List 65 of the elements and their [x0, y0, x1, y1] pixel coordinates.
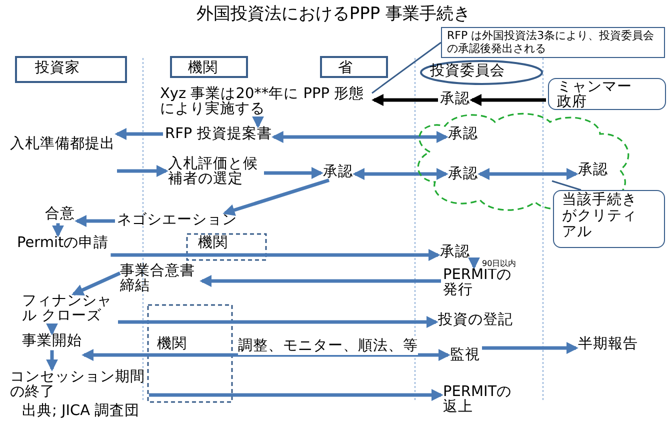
edge-label: 90日以内 — [482, 258, 516, 269]
lane-header-box — [170, 56, 248, 78]
step-text: PERMITの発行 — [443, 268, 523, 298]
arrow — [46, 350, 58, 372]
step-text: 機関 — [157, 337, 187, 352]
arrow — [222, 178, 330, 216]
step-text: ネゴシエーション — [117, 213, 237, 228]
step-text: 承認 — [323, 165, 353, 180]
step-text: RFP 投資提案書 — [165, 127, 272, 142]
arrow — [82, 349, 450, 361]
step-text: 入札準備都提出 — [10, 137, 115, 152]
callout-text: RFP は外国投資法3条により、投資委員会の承認後発出される — [447, 29, 654, 56]
step-text: 事業開始 — [22, 334, 82, 350]
lane-header: 機関 — [188, 61, 218, 76]
arrow — [110, 249, 440, 261]
arrow — [200, 275, 441, 287]
arrow — [470, 94, 546, 106]
arrow — [352, 168, 448, 180]
arrow — [149, 389, 444, 401]
callout-box — [548, 78, 666, 110]
step-text: 合意 — [45, 207, 75, 222]
arrow — [372, 94, 438, 106]
arrow — [74, 215, 115, 227]
source-note: 出典; JICA 調査団 — [22, 404, 140, 420]
callout-text: 当該手続きがクリティアル — [562, 193, 638, 241]
step-text: 承認 — [448, 167, 478, 182]
arrow — [118, 316, 438, 328]
step-text: 入札評価と候補者の選定 — [168, 157, 262, 188]
step-text: 投資の登記 — [438, 313, 513, 328]
arrow — [482, 342, 578, 354]
arrow — [468, 257, 480, 270]
leader-line — [552, 180, 582, 191]
step-text: コンセッション期間の終了 — [10, 370, 147, 400]
step-text: Permitの申請 — [17, 236, 109, 252]
callout-text: ミャンマー政府 — [557, 80, 633, 109]
arrow — [252, 116, 264, 128]
arrow — [478, 168, 578, 180]
edge-label: 調整、モニター、順法、等 — [238, 336, 418, 355]
arrow — [264, 167, 324, 179]
lane-header-box — [15, 56, 127, 83]
arrow — [46, 323, 58, 336]
arrow — [271, 131, 448, 143]
step-text: フィナンシャル クローズ — [22, 294, 116, 324]
step-text: 機関 — [198, 236, 228, 252]
arrow — [72, 272, 121, 296]
step-text: PERMITの返上 — [443, 385, 523, 416]
arrow — [117, 165, 168, 177]
step-text: 半期報告 — [578, 337, 638, 352]
lane-header: 投資家 — [35, 61, 80, 76]
step-text: 監視 — [450, 348, 480, 364]
diagram-title: 外国投資法におけるPPP 事業手続き — [196, 4, 471, 24]
callout-box — [441, 27, 665, 58]
speech-bubble — [553, 190, 665, 248]
leader-line — [372, 42, 442, 94]
arrow — [52, 223, 64, 238]
lane-header-box — [320, 56, 388, 78]
step-text: 承認 — [440, 245, 470, 260]
lane-header: 省 — [338, 61, 353, 76]
step-text: Xyz 事業は20**年に PPP 形態により実施する — [160, 87, 372, 118]
step-text: 承認 — [578, 163, 608, 178]
step-text: 承認 — [448, 127, 478, 142]
lane-header: 投資委員会 — [430, 64, 505, 80]
step-text: 事業合意書締結 — [120, 264, 200, 294]
arrow — [114, 128, 163, 140]
step-text: 承認 — [440, 92, 470, 108]
